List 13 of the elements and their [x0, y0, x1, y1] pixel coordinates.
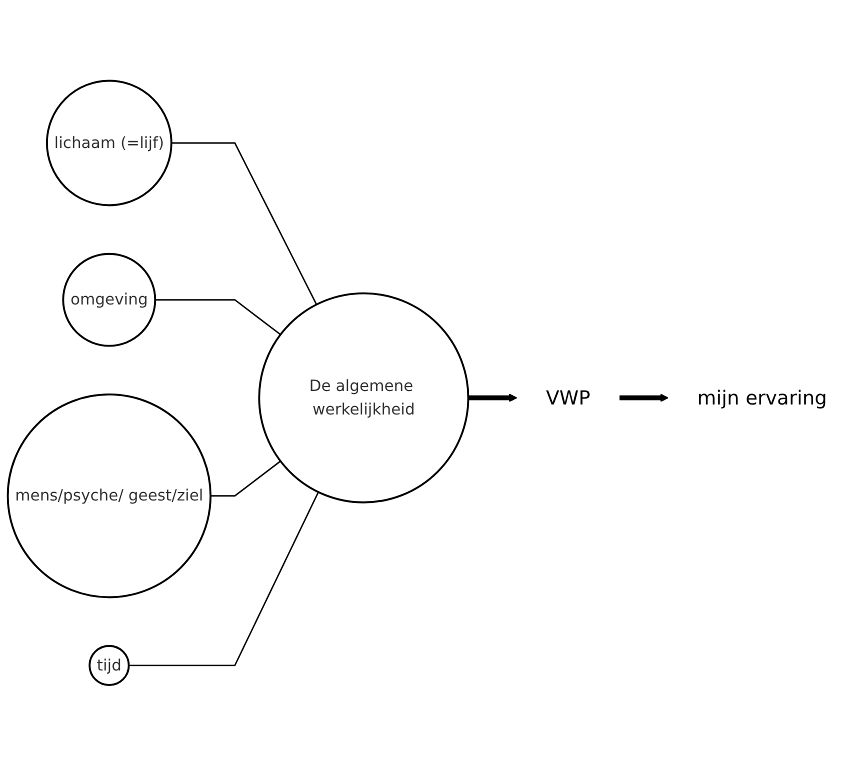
connector	[171, 142, 318, 304]
arrow	[620, 393, 669, 402]
node-circle	[258, 292, 470, 503]
connector	[210, 460, 281, 496]
connector	[155, 298, 281, 335]
node-text: VWP	[546, 386, 590, 410]
connector	[128, 491, 320, 666]
node-circle	[62, 252, 156, 346]
node-circle	[6, 393, 212, 598]
node-text: mijn ervaring	[697, 386, 828, 410]
arrow	[468, 393, 518, 402]
node-circle	[88, 644, 130, 686]
node-circle	[46, 79, 172, 206]
